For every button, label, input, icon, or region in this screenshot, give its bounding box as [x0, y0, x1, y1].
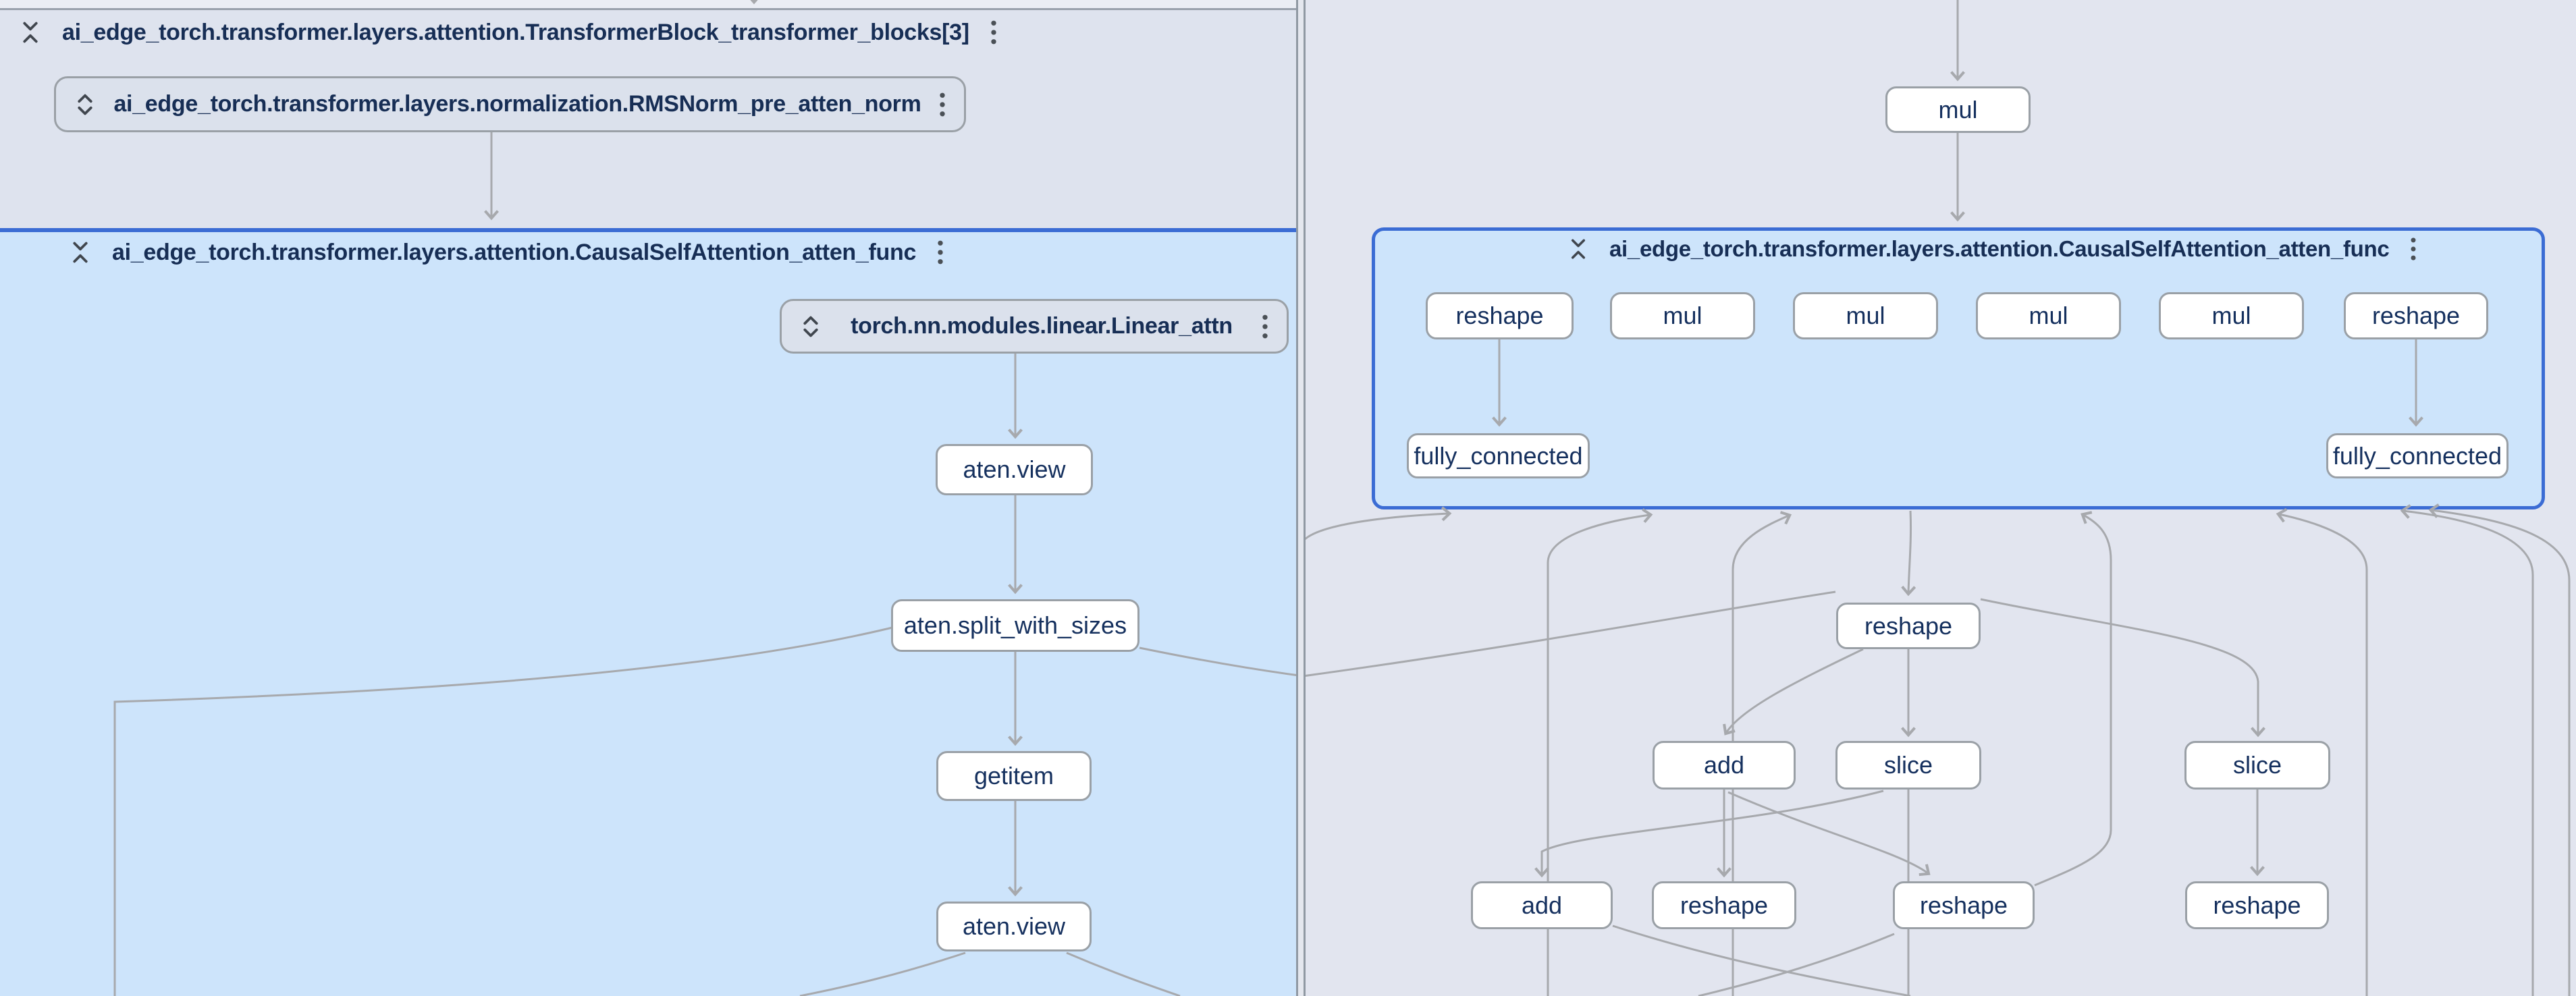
node-mul-r4[interactable]: mul: [2159, 292, 2304, 339]
transformer-block-header[interactable]: ai_edge_torch.transformer.layers.attenti…: [18, 18, 999, 47]
node-reshape-r1[interactable]: reshape: [1426, 292, 1574, 339]
node-reshape-b3[interactable]: reshape: [2185, 881, 2329, 929]
unfold-more-icon[interactable]: [72, 89, 98, 120]
node-label: mul: [2211, 302, 2251, 329]
group-title: ai_edge_torch.transformer.layers.attenti…: [112, 239, 917, 265]
node-label: ai_edge_torch.transformer.layers.normali…: [113, 91, 921, 117]
node-mul-r1[interactable]: mul: [1610, 292, 1755, 339]
unfold-less-icon[interactable]: [1566, 235, 1590, 263]
node-reshape-b2[interactable]: reshape: [1893, 881, 2035, 929]
node-label: mul: [2029, 302, 2068, 329]
more-vert-icon[interactable]: [1260, 312, 1270, 341]
unfold-less-icon[interactable]: [18, 18, 43, 47]
more-vert-icon[interactable]: [988, 18, 999, 47]
group-title: ai_edge_torch.transformer.layers.attenti…: [62, 19, 969, 45]
node-label: mul: [1663, 302, 1702, 329]
node-label: getitem: [973, 762, 1054, 790]
node-label: reshape: [1455, 302, 1544, 329]
node-add-mid[interactable]: add: [1653, 741, 1796, 790]
node-fully-connected-right[interactable]: fully_connected: [2326, 433, 2508, 478]
more-vert-icon[interactable]: [2408, 235, 2419, 263]
attention-group-right-header[interactable]: ai_edge_torch.transformer.layers.attenti…: [1566, 235, 2419, 263]
node-label: reshape: [1919, 891, 2008, 919]
node-reshape-b1[interactable]: reshape: [1652, 881, 1796, 929]
node-add-bottom[interactable]: add: [1471, 881, 1613, 929]
node-aten-view[interactable]: aten.view: [936, 444, 1093, 495]
more-vert-icon[interactable]: [937, 90, 948, 119]
node-getitem[interactable]: getitem: [936, 751, 1092, 801]
group-title: ai_edge_torch.transformer.layers.attenti…: [1609, 236, 2390, 261]
node-label: fully_connected: [2332, 441, 2502, 470]
node-label: slice: [2232, 751, 2282, 779]
node-label: reshape: [2371, 302, 2461, 329]
more-vert-icon[interactable]: [935, 238, 946, 267]
node-label: fully_connected: [1414, 441, 1583, 470]
node-label: add: [1521, 891, 1563, 919]
linear-collapsed-node[interactable]: torch.nn.modules.linear.Linear_attn: [780, 299, 1289, 354]
node-label: torch.nn.modules.linear.Linear_attn: [851, 313, 1233, 339]
node-mul-top[interactable]: mul: [1885, 86, 2031, 133]
node-aten-view-2[interactable]: aten.view: [936, 902, 1092, 951]
node-label: aten.view: [963, 455, 1066, 483]
node-reshape-mid[interactable]: reshape: [1836, 603, 1981, 649]
node-fully-connected-left[interactable]: fully_connected: [1407, 433, 1590, 478]
node-aten-split-with-sizes[interactable]: aten.split_with_sizes: [891, 599, 1139, 652]
node-label: mul: [1846, 302, 1885, 329]
unfold-more-icon[interactable]: [798, 311, 824, 342]
node-mul-r3[interactable]: mul: [1976, 292, 2121, 339]
node-label: slice: [1883, 751, 1933, 779]
node-slice-left[interactable]: slice: [1835, 741, 1981, 790]
node-label: aten.split_with_sizes: [903, 611, 1127, 639]
outer-group-background: [0, 0, 1296, 8]
node-label: reshape: [2213, 891, 2301, 919]
node-label: reshape: [1864, 611, 1953, 640]
node-label: reshape: [1680, 891, 1769, 919]
node-label: mul: [1938, 95, 1978, 123]
node-slice-right[interactable]: slice: [2184, 741, 2330, 790]
node-label: aten.view: [962, 912, 1066, 940]
attention-group-left-header[interactable]: ai_edge_torch.transformer.layers.attenti…: [68, 238, 946, 267]
pane-divider[interactable]: [1296, 0, 1306, 996]
rmsnorm-collapsed-node[interactable]: ai_edge_torch.transformer.layers.normali…: [54, 76, 966, 132]
node-mul-r2[interactable]: mul: [1793, 292, 1938, 339]
node-label: add: [1703, 751, 1745, 779]
node-reshape-r2[interactable]: reshape: [2344, 292, 2488, 339]
unfold-less-icon[interactable]: [68, 238, 93, 267]
